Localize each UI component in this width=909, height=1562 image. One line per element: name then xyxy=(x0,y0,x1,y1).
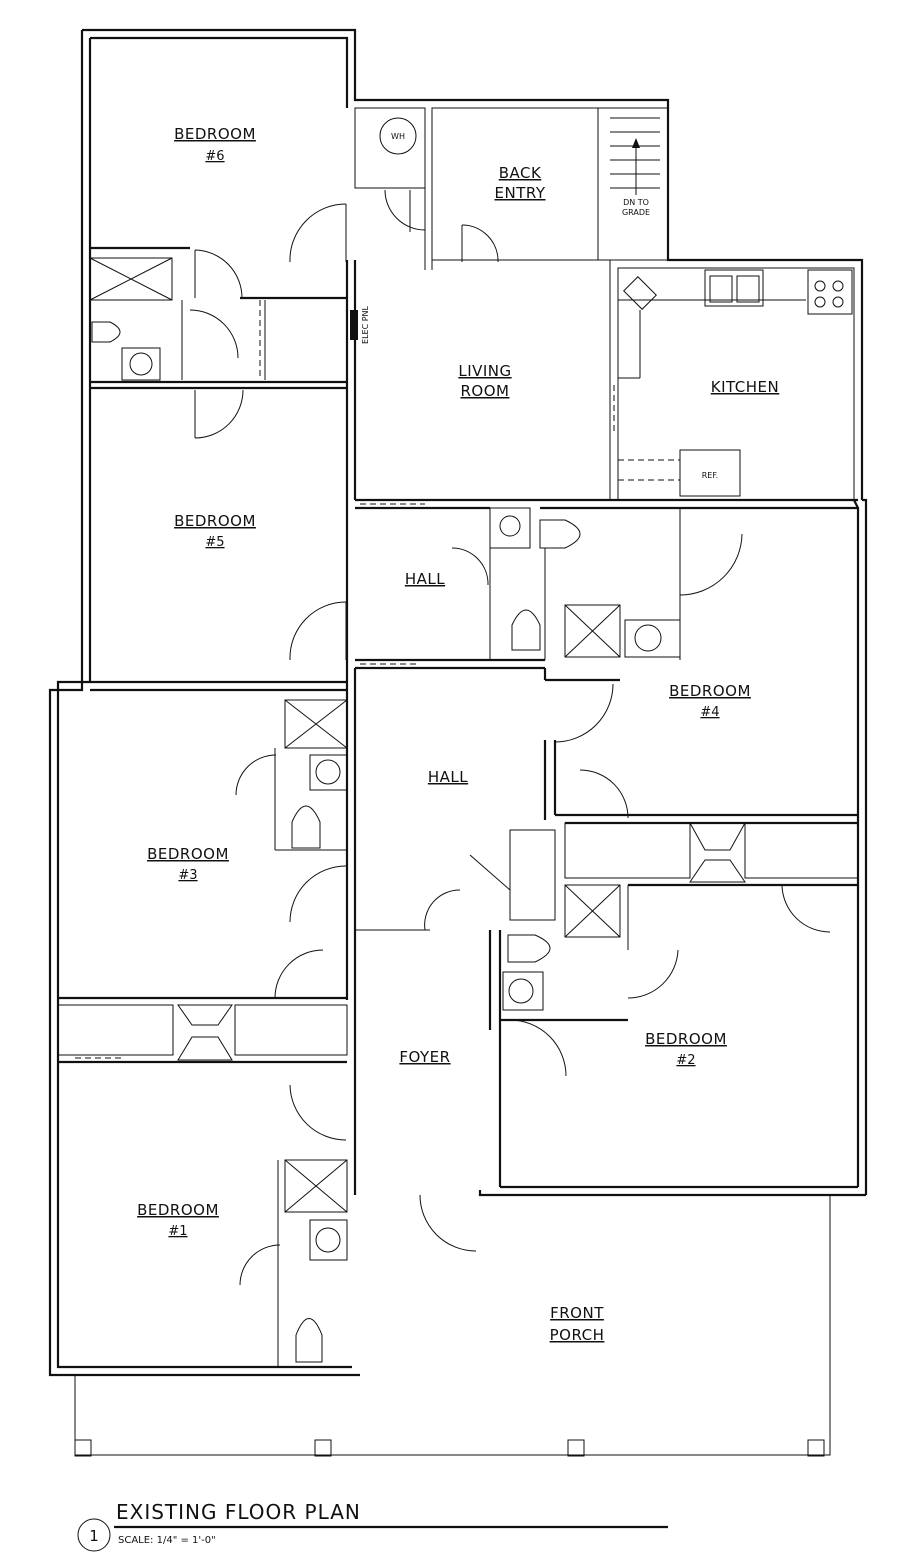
hall-upper-label: HALL xyxy=(405,570,445,588)
front-porch-label-2: PORCH xyxy=(550,1326,605,1344)
wh-label: WH xyxy=(391,132,405,141)
dn-to-grade-1: DN TO xyxy=(623,198,649,207)
bedroom3-label: BEDROOM xyxy=(147,845,229,863)
doors xyxy=(189,189,831,1286)
bedroom1-number: #1 xyxy=(168,1224,187,1239)
drawing-number-circle xyxy=(77,1518,111,1552)
hall-lower-label: HALL xyxy=(428,768,468,786)
title-block: 1 EXISTING FLOOR PLAN SCALE: 1/4" = 1'-0… xyxy=(77,1500,668,1552)
bedroom1-label: BEDROOM xyxy=(137,1201,219,1219)
bedroom4-label: BEDROOM xyxy=(669,682,751,700)
bedroom6-number: #6 xyxy=(205,149,224,164)
kitchen-label: KITCHEN xyxy=(711,378,780,396)
stairs xyxy=(610,117,660,195)
dn-to-grade-2: GRADE xyxy=(622,208,650,217)
foyer-label: FOYER xyxy=(399,1048,450,1066)
ref-label: REF. xyxy=(702,471,718,480)
drawing-scale: SCALE: 1/4" = 1'-0" xyxy=(118,1535,216,1546)
living-room-label-2: ROOM xyxy=(461,382,510,400)
bedroom5-number: #5 xyxy=(205,535,224,550)
front-porch-label-1: FRONT xyxy=(550,1304,604,1322)
room-labels: BEDROOM #6 WH BACK ENTRY DN TO GRADE ELE… xyxy=(137,125,779,1344)
back-entry-label-2: ENTRY xyxy=(495,184,546,202)
living-room-label-1: LIVING xyxy=(458,362,511,380)
drawing-number: 1 xyxy=(89,1527,99,1545)
bedroom3-number: #3 xyxy=(178,868,197,883)
exterior-walls xyxy=(48,28,868,1377)
water-heater-icon xyxy=(379,117,417,155)
drawing-title: EXISTING FLOOR PLAN xyxy=(116,1500,361,1524)
bedroom2-number: #2 xyxy=(676,1053,695,1068)
bedroom5-label: BEDROOM xyxy=(174,512,256,530)
elec-pnl-label: ELEC PNL xyxy=(361,305,370,344)
dashed-openings xyxy=(75,300,615,1059)
bedroom4-number: #4 xyxy=(700,705,719,720)
interior-walls xyxy=(57,107,859,1457)
back-entry-label-1: BACK xyxy=(499,164,542,182)
bedroom6-label: BEDROOM xyxy=(174,125,256,143)
bedroom2-label: BEDROOM xyxy=(645,1030,727,1048)
